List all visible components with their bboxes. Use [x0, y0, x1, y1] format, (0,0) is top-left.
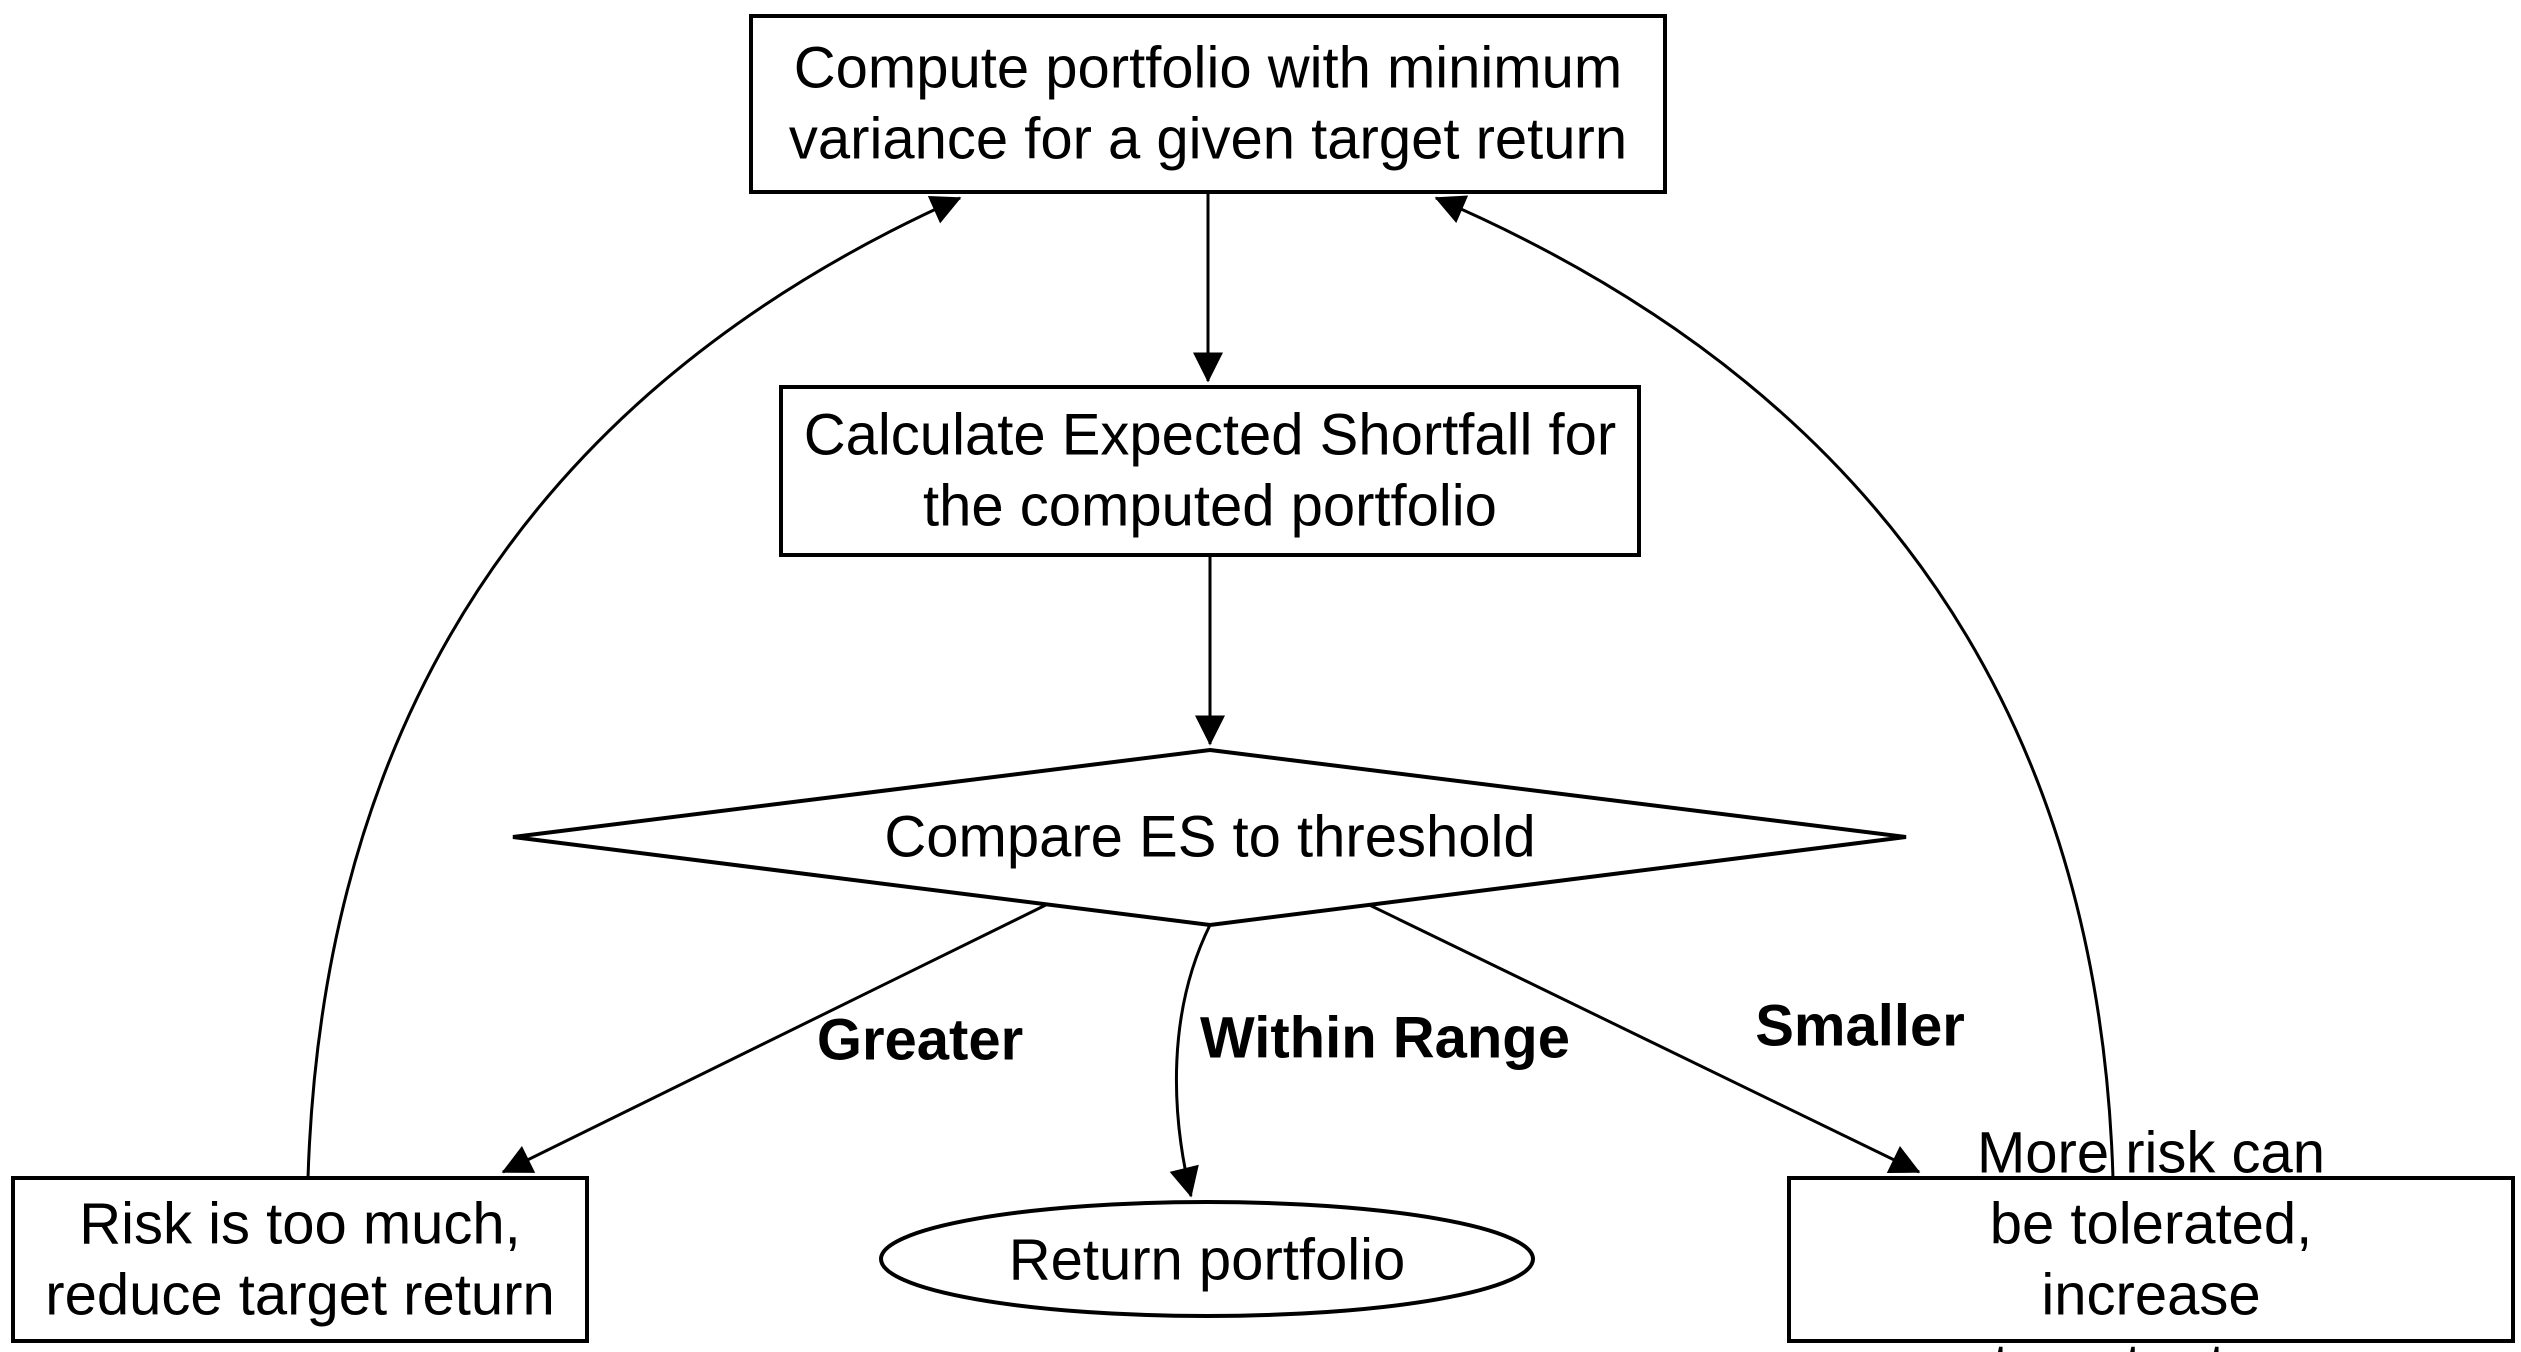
- more-risk-node: [1787, 1176, 2515, 1343]
- arrow-smaller-branch: [1354, 896, 1921, 1174]
- edge-label-within-range: Within Range: [1199, 1005, 1571, 1071]
- calculate-es-node: [779, 385, 1641, 557]
- return-portfolio-node: [879, 1200, 1535, 1318]
- arrow-feedback-left: [306, 195, 962, 1179]
- risk-too-much-node: [11, 1176, 589, 1343]
- compare-es-label: Compare ES to threshold: [884, 804, 1536, 870]
- arrow-greater-branch: [501, 896, 1061, 1174]
- more-risk-label: More risk can be tolerated, increase tar…: [1976, 1120, 2326, 1352]
- calculate-es-label: Calculate Expected Shortfall for the com…: [803, 402, 1617, 538]
- compare-es-decision-node: [512, 747, 1907, 928]
- arrow-within-range-branch: [1169, 924, 1212, 1198]
- risk-too-much-label: Risk is too much, reduce target return: [45, 1191, 555, 1327]
- compute-portfolio-node: [749, 14, 1667, 194]
- return-portfolio-label: Return portfolio: [1008, 1227, 1406, 1293]
- edge-label-smaller: Smaller: [1755, 993, 1965, 1059]
- edge-label-greater: Greater: [816, 1007, 1024, 1073]
- compute-portfolio-label: Compute portfolio with minimum variance …: [788, 35, 1628, 171]
- arrow-feedback-right: [1434, 195, 2115, 1179]
